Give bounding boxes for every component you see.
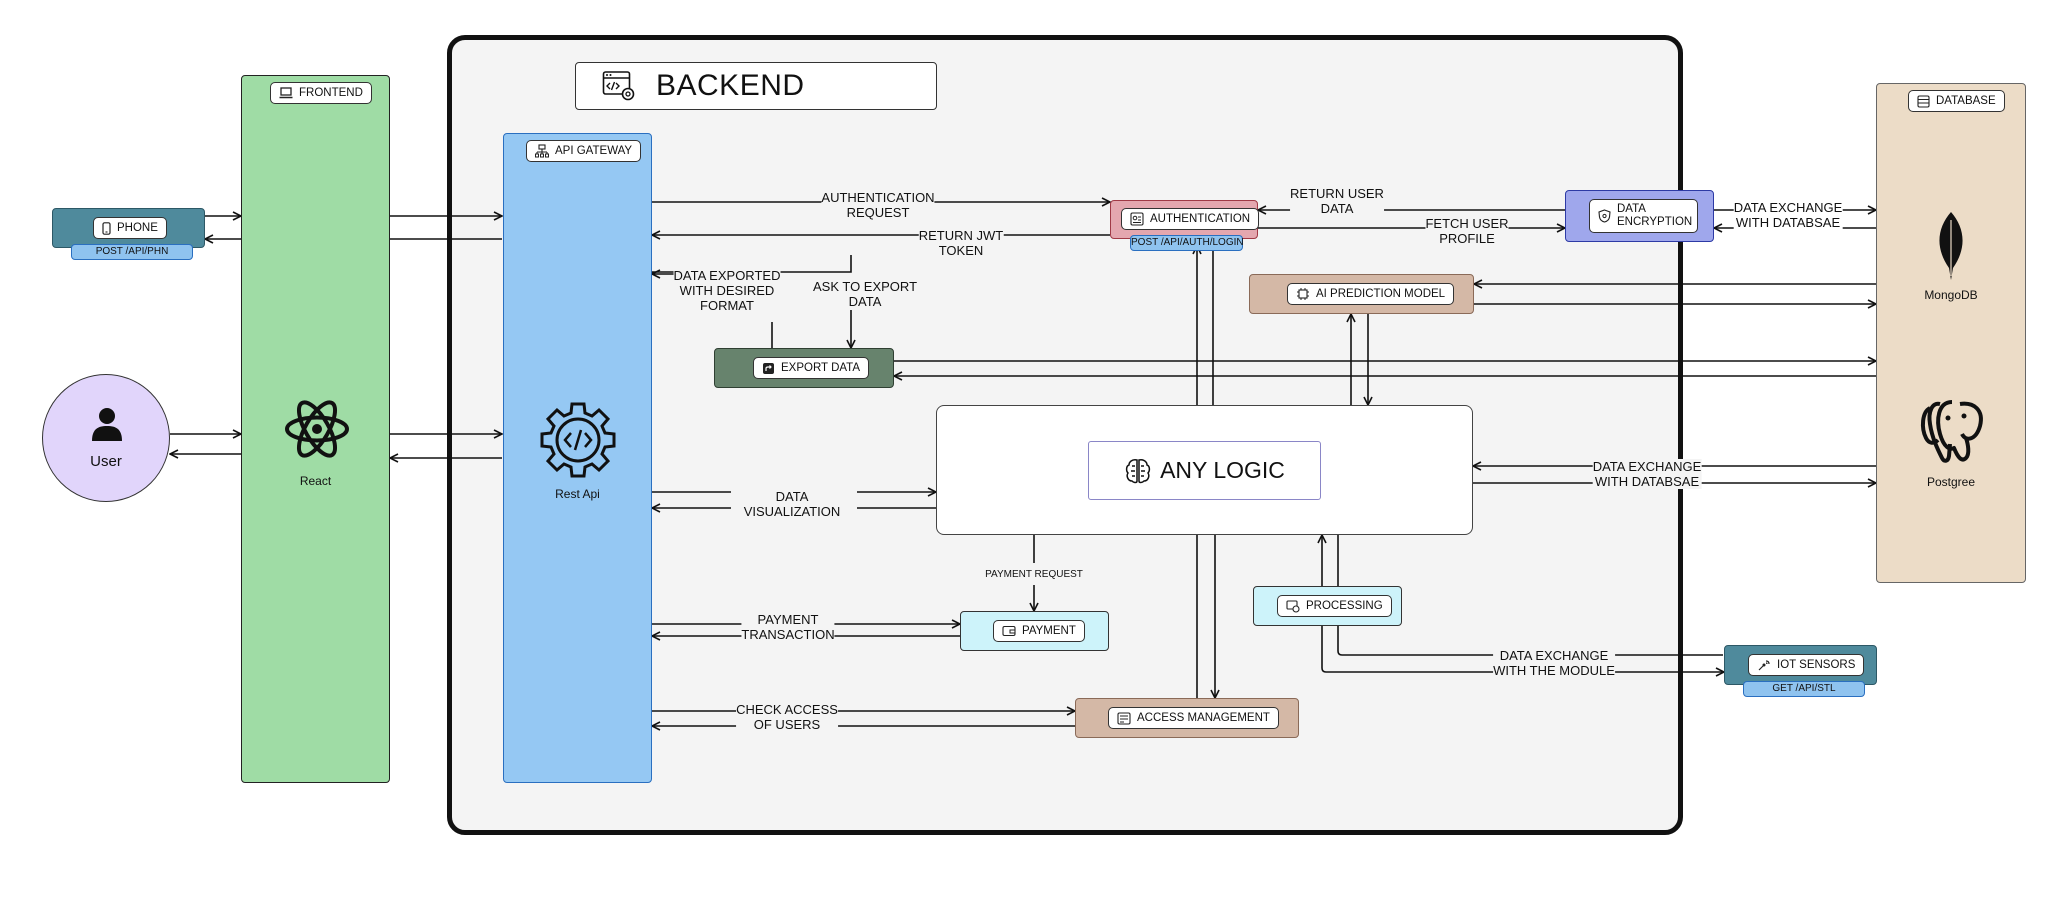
label-data-exchange-db-mid: DATA EXCHANGE WITH DATABSAE	[1592, 459, 1702, 489]
phone-label: PHONE	[117, 222, 158, 234]
label-data-exchange-module: DATA EXCHANGE WITH THE MODULE	[1493, 648, 1615, 678]
mongodb-leaf-icon	[1939, 212, 1963, 280]
any-logic-inner-box: ANY LOGIC	[1088, 441, 1321, 500]
label-payment-transaction: PAYMENT TRANSACTION	[741, 612, 835, 642]
api-gateway-badge-label: API GATEWAY	[555, 145, 633, 157]
export-data-node[interactable]: EXPORT DATA	[714, 348, 894, 388]
label-data-exchange-db-top: DATA EXCHANGE WITH DATABSAE	[1733, 200, 1843, 230]
phone-endpoint: POST /API/PHN	[71, 244, 193, 260]
any-logic-node[interactable]: ANY LOGIC	[936, 405, 1473, 535]
shield-icon	[1598, 209, 1611, 223]
processing-node[interactable]: PROCESSING	[1253, 586, 1402, 626]
ai-prediction-node[interactable]: AI PREDICTION MODEL	[1249, 274, 1474, 314]
api-gateway-panel: API GATEWAY Rest Api	[503, 133, 652, 783]
export-icon	[763, 362, 774, 374]
brain-icon	[1125, 458, 1151, 483]
gear-window-icon	[1286, 599, 1300, 613]
iot-sensors-badge: IOT SENSORS	[1748, 654, 1865, 676]
user-icon	[92, 408, 122, 441]
database-badge-label: DATABASE	[1936, 95, 1996, 107]
mongodb-label: MongoDB	[1924, 288, 1978, 302]
payment-node[interactable]: PAYMENT	[960, 611, 1109, 651]
laptop-icon	[279, 87, 293, 99]
id-card-icon	[1130, 212, 1144, 226]
access-management-badge: ACCESS MANAGEMENT	[1108, 707, 1279, 729]
postgres-label: Postgree	[1926, 475, 1976, 489]
authentication-badge: AUTHENTICATION	[1121, 208, 1260, 230]
label-fetch-user-profile: FETCH USER PROFILE	[1425, 216, 1509, 246]
user-label: User	[90, 453, 122, 470]
phone-node[interactable]: PHONE	[52, 208, 205, 248]
access-management-node[interactable]: ACCESS MANAGEMENT	[1075, 698, 1299, 738]
backend-title-box: BACKEND	[575, 62, 937, 110]
authentication-endpoint: POST /API/AUTH/LOGIN	[1130, 235, 1244, 251]
label-ask-export: ASK TO EXPORT DATA	[812, 279, 918, 309]
payment-label: PAYMENT	[1022, 625, 1076, 637]
phone-icon	[102, 221, 111, 235]
any-logic-label: ANY LOGIC	[1160, 457, 1285, 483]
edge-processing-to-iot	[1321, 626, 1724, 672]
sensor-icon	[1758, 659, 1770, 670]
label-data-exported: DATA EXPORTED WITH DESIRED FORMAT	[673, 268, 781, 313]
data-encryption-label: DATA ENCRYPTION	[1617, 203, 1693, 228]
label-data-visualization: DATA VISUALIZATION	[743, 489, 841, 519]
rest-api-label: Rest Api	[555, 487, 600, 501]
network-icon	[535, 144, 549, 158]
label-check-access: CHECK ACCESS OF USERS	[736, 702, 838, 732]
data-encryption-badge: DATA ENCRYPTION	[1589, 199, 1698, 233]
ai-prediction-label: AI PREDICTION MODEL	[1316, 288, 1446, 300]
frontend-badge-label: FRONTEND	[299, 87, 363, 99]
authentication-label: AUTHENTICATION	[1150, 213, 1251, 225]
payment-badge: PAYMENT	[993, 620, 1085, 642]
phone-badge: PHONE	[93, 217, 167, 239]
authentication-node[interactable]: AUTHENTICATION	[1110, 200, 1260, 239]
iot-sensors-node[interactable]: IOT SENSORS	[1724, 645, 1877, 685]
edge-iot-to-processing	[1337, 626, 1723, 656]
label-return-jwt: RETURN JWT TOKEN	[918, 228, 1004, 258]
database-icon	[1917, 94, 1930, 108]
api-gear-icon	[540, 402, 616, 478]
iot-sensors-endpoint: GET /API/STL	[1743, 681, 1865, 697]
export-data-label: EXPORT DATA	[781, 362, 861, 374]
export-data-badge: EXPORT DATA	[753, 357, 870, 379]
react-label: React	[299, 474, 332, 488]
ai-prediction-badge: AI PREDICTION MODEL	[1287, 283, 1455, 305]
database-badge: DATABASE	[1908, 90, 2005, 112]
user-node[interactable]: User	[42, 374, 170, 502]
label-payment-request: PAYMENT REQUEST	[985, 567, 1083, 582]
label-auth-request: AUTHENTICATION REQUEST	[821, 190, 935, 220]
wallet-icon	[1002, 625, 1016, 637]
frontend-badge: FRONTEND	[270, 82, 372, 104]
api-gateway-badge: API GATEWAY	[526, 140, 642, 162]
postgres-elephant-icon	[1920, 400, 1983, 463]
iot-sensors-label: IOT SENSORS	[1777, 659, 1856, 671]
access-management-label: ACCESS MANAGEMENT	[1137, 712, 1270, 724]
processing-badge: PROCESSING	[1277, 595, 1392, 617]
processing-label: PROCESSING	[1306, 600, 1383, 612]
data-encryption-node[interactable]: DATA ENCRYPTION	[1565, 190, 1714, 242]
chip-icon	[1297, 288, 1309, 300]
backend-title: BACKEND	[656, 69, 805, 102]
label-return-user-data: RETURN USER DATA	[1290, 186, 1384, 216]
frontend-panel: FRONTEND React	[241, 75, 390, 783]
key-card-icon	[1117, 711, 1131, 725]
database-panel: DATABASE MongoDB Postgree	[1876, 83, 2026, 583]
server-code-icon	[602, 71, 635, 101]
react-icon	[285, 400, 349, 458]
